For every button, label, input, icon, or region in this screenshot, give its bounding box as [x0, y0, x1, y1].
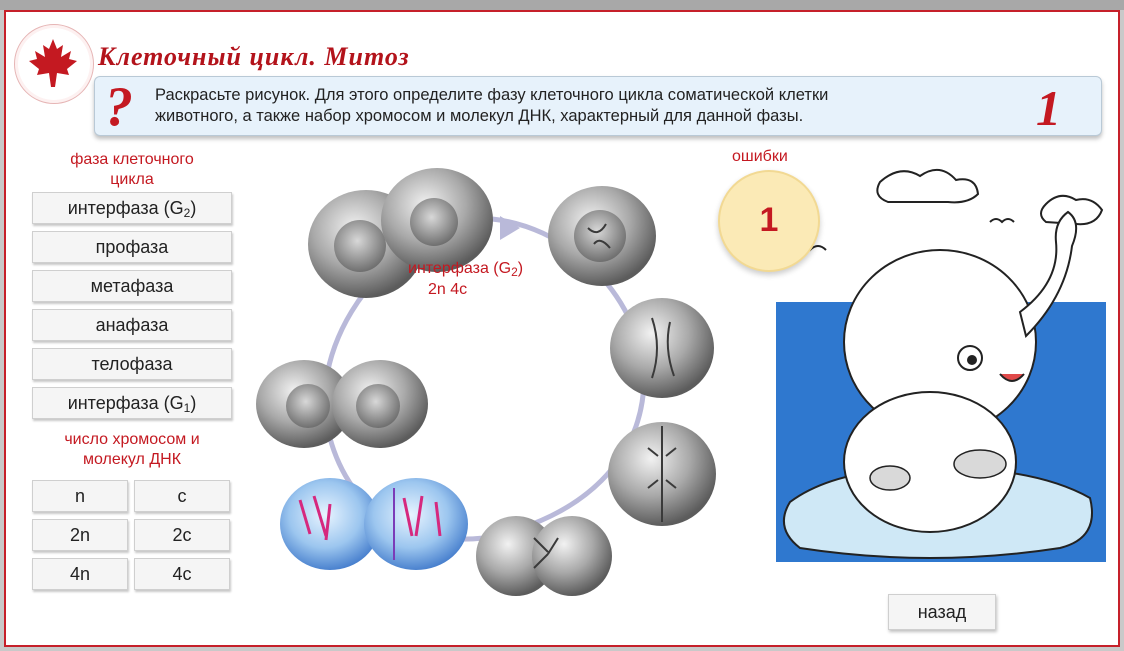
cycle-center-text: интерфаза (G	[408, 260, 512, 277]
page-title: Клеточный цикл. Митоз	[98, 42, 410, 71]
window-top-bar	[0, 0, 1124, 10]
cycle-center-label: интерфаза (G2) 2n 4c	[408, 260, 523, 299]
slide-frame: Клеточный цикл. Митоз ? Раскрасьте рисун…	[4, 10, 1120, 647]
back-button[interactable]: назад	[888, 594, 996, 630]
cycle-center-line-1: интерфаза (G2)	[408, 260, 523, 281]
chromosome-button-4n[interactable]: 4n	[32, 558, 128, 590]
phase-button-label: профаза	[95, 237, 169, 257]
counts-label-line-1: число хромосом и	[64, 431, 200, 448]
dna-button-2c[interactable]: 2c	[134, 519, 230, 551]
question-box: ? Раскрасьте рисунок. Для этого определи…	[94, 76, 1102, 138]
phase-button-telophase[interactable]: телофаза	[32, 348, 232, 380]
cell-anaphase	[608, 422, 716, 526]
phase-button-anaphase[interactable]: анафаза	[32, 309, 232, 341]
phase-button-tail: )	[190, 393, 197, 413]
maple-leaf-icon	[29, 39, 77, 87]
phase-button-subscript: 1	[183, 401, 191, 415]
counts-section-label: число хромосом и молекул ДНК	[32, 430, 232, 470]
chromosome-button-2n[interactable]: 2n	[32, 519, 128, 551]
dna-button-4c[interactable]: 4c	[134, 558, 230, 590]
errors-label: ошибки	[732, 148, 788, 165]
question-line-1: Раскрасьте рисунок. Для этого определите…	[155, 86, 829, 104]
mammoth-coloring-picture	[776, 169, 1106, 562]
bird-icon	[989, 218, 1015, 224]
mammoth-eye	[967, 355, 977, 365]
phase-button-label: телофаза	[91, 354, 173, 374]
mammoth-trunk	[1018, 210, 1078, 338]
phase-button-interphase-g2[interactable]: интерфаза (G2)	[32, 192, 232, 224]
phase-button-interphase-g1[interactable]: интерфаза (G1)	[32, 387, 232, 419]
question-line-2: животного, а также набор хромосом и моле…	[155, 107, 804, 125]
phase-label-line-2: цикла	[110, 171, 154, 188]
cell-interphase-g2	[308, 168, 493, 298]
counts-label-line-2: молекул ДНК	[82, 451, 182, 468]
cycle-arrow-icon	[500, 216, 520, 240]
cell-prophase	[548, 186, 656, 286]
cell-telophase	[476, 516, 612, 596]
error-counter: 1	[718, 170, 820, 272]
phase-button-metaphase[interactable]: метафаза	[32, 270, 232, 302]
mammoth-body	[843, 391, 1017, 533]
cloud-icon	[876, 169, 980, 204]
cell-metaphase	[610, 298, 714, 398]
maple-leaf-logo	[14, 24, 94, 104]
phase-button-label: интерфаза (G	[67, 198, 184, 218]
phase-button-label: анафаза	[95, 315, 169, 335]
question-mark-icon: ?	[105, 76, 133, 138]
phase-section-label: фаза клеточного цикла	[32, 150, 232, 190]
cycle-center-tail: )	[517, 260, 524, 277]
phase-button-label: интерфаза (G	[67, 393, 184, 413]
question-text: Раскрасьте рисунок. Для этого определите…	[155, 85, 975, 127]
cloud-icon	[1040, 194, 1104, 226]
phase-button-label: метафаза	[90, 276, 174, 296]
dna-button-c[interactable]: c	[134, 480, 230, 512]
chromosome-button-n[interactable]: n	[32, 480, 128, 512]
task-number: 1	[1036, 80, 1061, 136]
cycle-center-subscript: 2	[511, 265, 518, 279]
phase-button-subscript: 2	[183, 206, 191, 220]
cell-interphase-g1	[256, 360, 428, 448]
phase-button-tail: )	[190, 198, 197, 218]
phase-label-line-1: фаза клеточного	[70, 151, 194, 168]
cycle-center-line-2: 2n 4c	[428, 281, 468, 298]
cell-colored-telophase	[280, 478, 468, 570]
mitosis-cycle-diagram	[256, 168, 716, 596]
phase-button-prophase[interactable]: профаза	[32, 231, 232, 263]
